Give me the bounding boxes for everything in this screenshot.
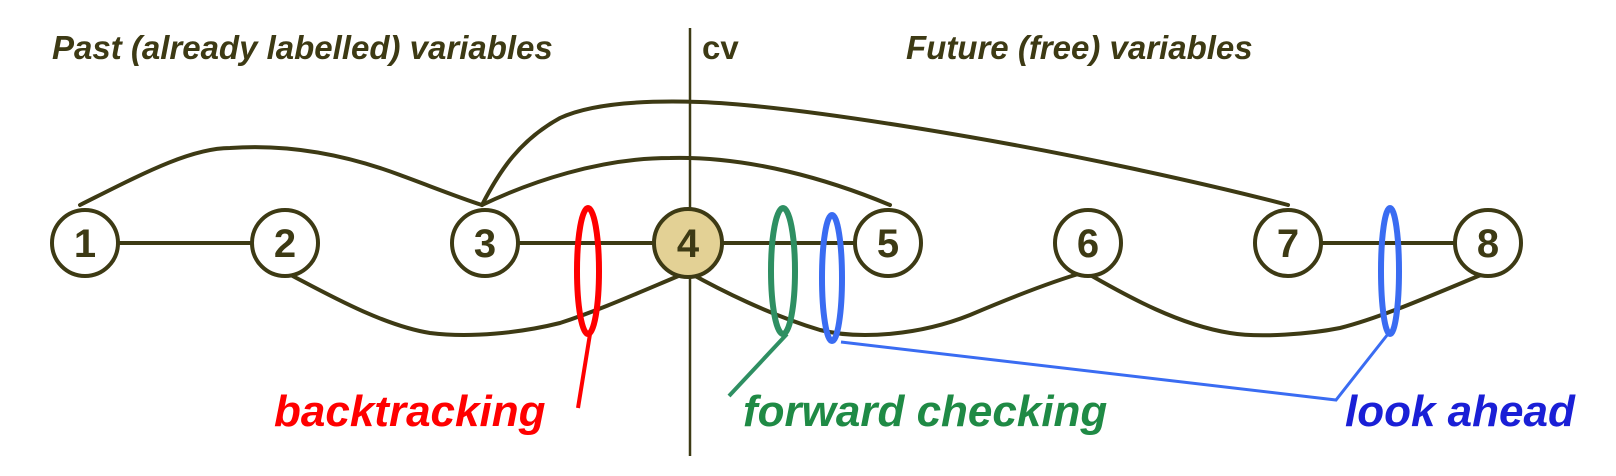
current-variable-label: cv — [702, 29, 739, 66]
look-ahead-label: look ahead — [1345, 387, 1576, 436]
node-2: 2 — [250, 208, 320, 278]
forward-checking-ellipse — [768, 205, 798, 337]
edge-4-6 — [686, 270, 1087, 337]
forward-checking-leader — [727, 332, 789, 398]
node-3-label: 3 — [474, 222, 496, 266]
backtracking-label: backtracking — [274, 387, 546, 436]
node-6: 6 — [1053, 208, 1123, 278]
backtracking-leader — [576, 333, 592, 409]
edge-2-4 — [283, 270, 690, 337]
look-ahead-leader — [840, 333, 1390, 402]
node-4-current: 4 — [652, 207, 724, 279]
node-8-label: 8 — [1477, 222, 1499, 266]
look-ahead-ellipse-left — [819, 212, 845, 344]
future-variables-header: Future (free) variables — [906, 29, 1253, 66]
past-variables-header: Past (already labelled) variables — [52, 29, 553, 66]
node-1: 1 — [50, 208, 120, 278]
node-7-label: 7 — [1277, 222, 1299, 266]
node-5: 5 — [853, 208, 923, 278]
forward-checking-label: forward checking — [743, 387, 1107, 436]
edge-1-3 — [78, 145, 484, 207]
node-5-label: 5 — [877, 222, 899, 266]
node-4-label: 4 — [677, 222, 700, 266]
node-8: 8 — [1453, 208, 1523, 278]
look-ahead-ellipse-right — [1378, 205, 1402, 337]
node-1-label: 1 — [74, 222, 96, 266]
edge-3-5 — [480, 155, 892, 207]
node-2-label: 2 — [274, 222, 296, 266]
edge-6-8 — [1083, 270, 1490, 338]
node-6-label: 6 — [1077, 222, 1099, 266]
node-3: 3 — [450, 208, 520, 278]
node-7: 7 — [1253, 208, 1323, 278]
edge-3-7 — [480, 99, 1290, 207]
